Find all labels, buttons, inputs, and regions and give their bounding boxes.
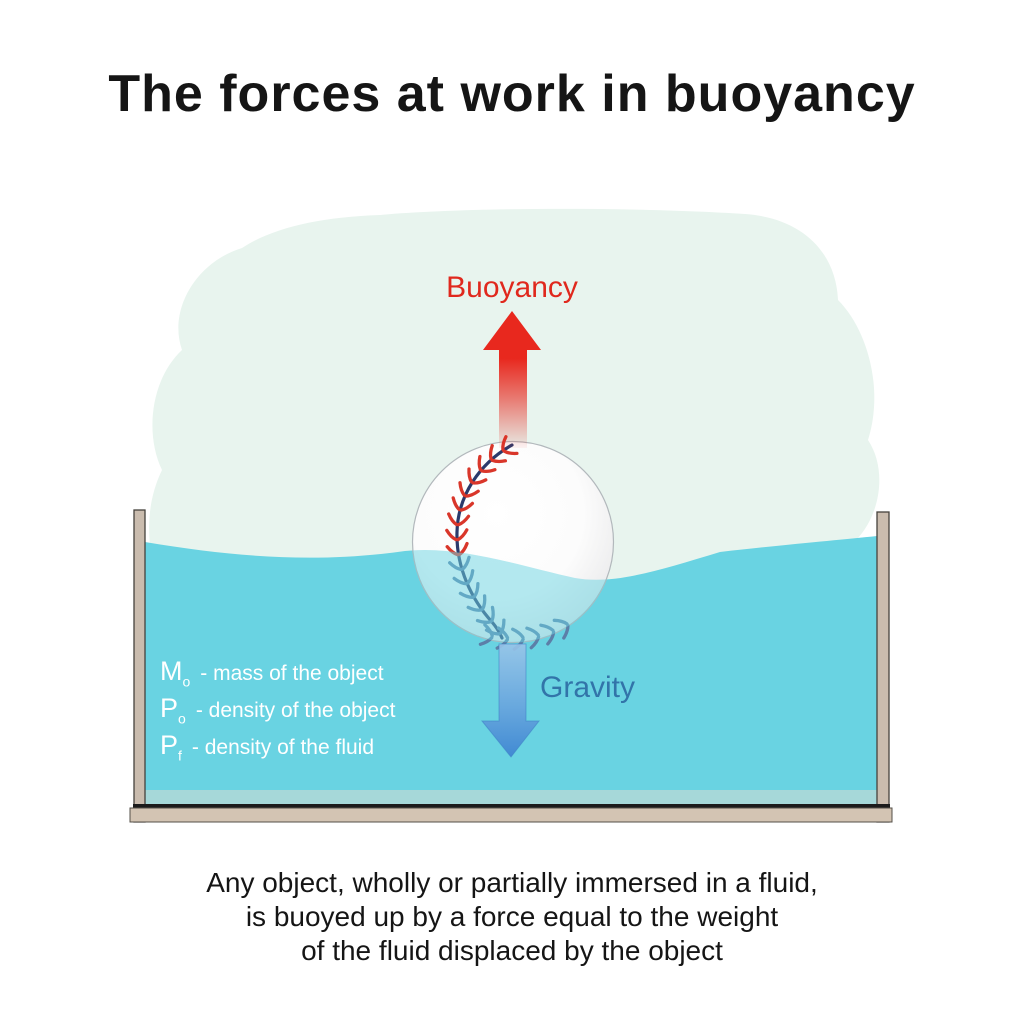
gravity-force-label: Gravity bbox=[540, 671, 636, 704]
stitch-mark bbox=[456, 514, 471, 527]
stitch-mark bbox=[447, 512, 459, 527]
buoyancy-force-label: Buoyancy bbox=[446, 271, 578, 304]
stitch-mark bbox=[480, 468, 497, 474]
stitch-mark bbox=[459, 501, 475, 512]
stitch-mark bbox=[471, 478, 488, 485]
stitch-mark bbox=[451, 496, 461, 512]
legend-item-object-density: Po - density of the object bbox=[160, 693, 395, 730]
stitch-mark bbox=[445, 528, 458, 542]
legend-description: - mass of the object bbox=[200, 662, 384, 685]
stitch-mark bbox=[458, 481, 466, 497]
variables-legend: Mo - mass of the object Po - density of … bbox=[160, 656, 395, 767]
legend-description: - density of the object bbox=[195, 699, 396, 722]
tank-bottom-line bbox=[133, 804, 890, 808]
tank-right-wall bbox=[876, 511, 890, 823]
water-bottom-band bbox=[145, 790, 877, 806]
stitch-mark bbox=[464, 489, 480, 498]
stitch-mark bbox=[502, 449, 519, 456]
stitch-mark bbox=[488, 444, 494, 461]
caption-line: is buoyed up by a force equal to the wei… bbox=[245, 901, 779, 932]
gravity-arrow bbox=[480, 643, 541, 758]
legend-item-mass: Mo - mass of the object bbox=[160, 656, 395, 693]
legend-item-fluid-density: Pf - density of the fluid bbox=[160, 730, 395, 767]
page-title: The forces at work in buoyancy bbox=[108, 65, 916, 123]
caption-line: Any object, wholly or partially immersed… bbox=[206, 867, 818, 898]
stitch-mark bbox=[467, 467, 474, 484]
stitch-mark bbox=[490, 458, 508, 464]
stitch-mark bbox=[562, 623, 570, 640]
stitch-mark bbox=[477, 454, 483, 472]
legend-description: - density of the fluid bbox=[191, 736, 375, 759]
legend-symbol: Mo bbox=[160, 656, 191, 690]
buoyancy-arrow bbox=[483, 311, 541, 448]
archimedes-principle-caption: Any object, wholly or partially immersed… bbox=[0, 866, 1024, 968]
tank-base bbox=[129, 807, 893, 823]
tank-left-wall bbox=[133, 509, 146, 823]
legend-symbol: Pf bbox=[160, 730, 182, 764]
legend-symbol: Po bbox=[160, 693, 186, 727]
caption-line: of the fluid displaced by the object bbox=[301, 935, 723, 966]
stitch-mark bbox=[456, 528, 469, 542]
